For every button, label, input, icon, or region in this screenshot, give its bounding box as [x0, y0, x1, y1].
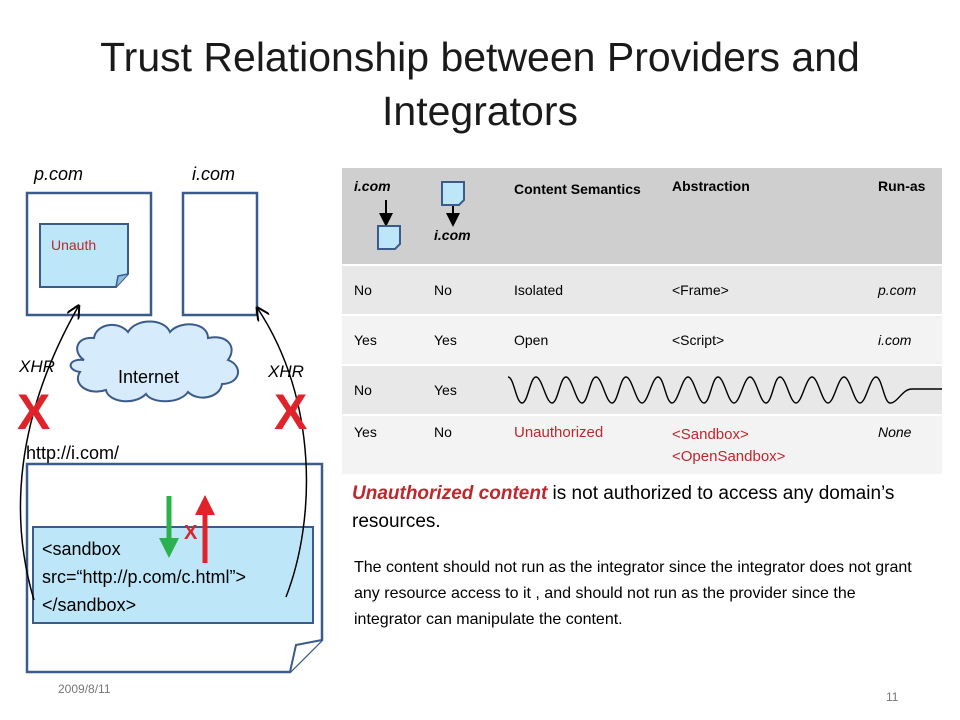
sandbox-code-line-1: <sandbox [42, 539, 121, 559]
row2-col4: <Script> [660, 315, 866, 366]
row4-col4-opensandbox: <OpenSandbox> [672, 448, 786, 465]
provider-label: p.com [33, 164, 83, 184]
scribble-line [507, 375, 942, 404]
xhr-right-arrow [258, 309, 308, 598]
row4-col5: None [866, 415, 942, 474]
unauthorized-statement: Unauthorized content is not authorized t… [352, 480, 912, 536]
row1-col3: Isolated [502, 265, 660, 316]
slide-title: Trust Relationship between Providers and… [100, 34, 860, 134]
header-col1-label: i.com [354, 178, 391, 194]
row3-col1: No [342, 365, 422, 416]
row2-col3: Open [502, 315, 660, 366]
row2-col2: Yes [422, 315, 502, 366]
header-run-as: Run-as [866, 168, 942, 266]
header-col2-label: i.com [434, 227, 471, 243]
small-blocked-mark: X [184, 522, 198, 544]
blocked-right-mark: X [274, 384, 307, 440]
statement-highlight: Unauthorized content [352, 483, 548, 504]
content-to-integrator-icon [441, 181, 465, 227]
footer-page-number: 11 [886, 690, 899, 704]
header-abstraction: Abstraction [660, 168, 866, 266]
integrator-to-content-icon [377, 200, 401, 250]
row1-col1: No [342, 265, 422, 316]
integrator-label: i.com [192, 164, 235, 184]
header-integrator-accesses-provider: i.com [342, 168, 422, 266]
table-row: Yes No Unauthorized <Sandbox> <OpenSandb… [342, 415, 942, 474]
internet-cloud [69, 320, 239, 403]
row4-col1: Yes [342, 415, 422, 474]
sandbox-code-line-2: src=“http://p.com/c.html”> [42, 567, 246, 587]
row2-col5: i.com [866, 315, 942, 366]
url-label: http://i.com/ [26, 443, 119, 463]
row3-col2: Yes [422, 365, 502, 416]
integrator-frame [181, 191, 259, 317]
trust-matrix-table: i.com i.com Content Semantics Abstractio… [342, 168, 942, 474]
unauth-content-box [39, 223, 129, 288]
row4-col3: Unauthorized [502, 415, 660, 474]
statement-rest: is not authorized to access any domain’s… [352, 483, 895, 532]
row1-col4: <Frame> [660, 265, 866, 316]
footer-date: 2009/8/11 [58, 682, 111, 696]
header-col3-label: Content Semantics [514, 181, 641, 197]
row1-col2: No [422, 265, 502, 316]
explanation-text: The content should not run as the integr… [354, 559, 912, 628]
xhr-right-label: XHR [267, 362, 304, 381]
row1-col5: p.com [866, 265, 942, 316]
table-row: No No Isolated <Frame> p.com [342, 265, 942, 316]
header-content-accesses-integrator: i.com [422, 168, 502, 266]
header-col5-label: Run-as [878, 178, 926, 194]
row2-col1: Yes [342, 315, 422, 366]
table-row: Yes Yes Open <Script> i.com [342, 315, 942, 366]
header-content-semantics: Content Semantics [502, 168, 660, 266]
table-header-row: i.com i.com Content Semantics Abstractio… [342, 168, 942, 266]
internet-label: Internet [118, 367, 179, 387]
row4-col4: <Sandbox> <OpenSandbox> [660, 415, 866, 474]
row3-not-applicable-scribble [502, 365, 942, 416]
blocked-left-mark: X [17, 384, 50, 440]
row4-col2: No [422, 415, 502, 474]
unauth-label: Unauth [51, 237, 96, 253]
sandbox-code-line-3: </sandbox> [42, 595, 136, 615]
table-row: No Yes [342, 365, 942, 416]
row4-col4-sandbox: <Sandbox> [672, 426, 749, 443]
xhr-left-arrow [19, 307, 78, 601]
header-col4-label: Abstraction [672, 178, 750, 194]
xhr-left-label: XHR [18, 357, 55, 376]
